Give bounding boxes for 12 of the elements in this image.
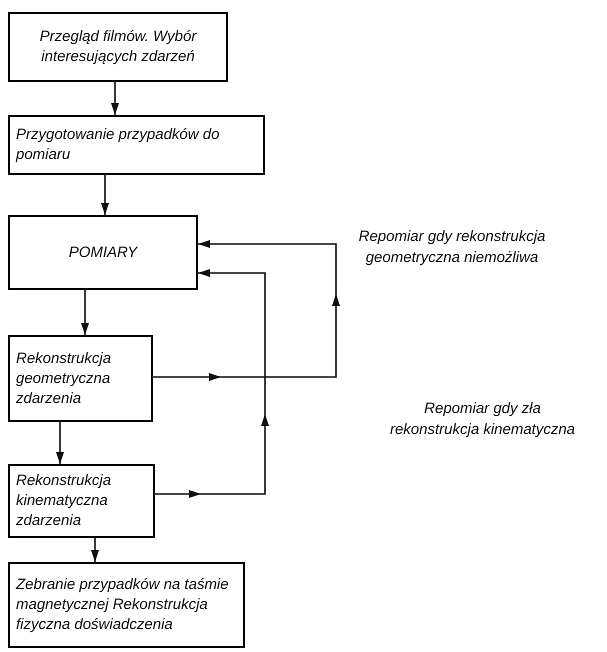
- box-text: Przegląd filmów. Wybór interesujących zdarzeń: [38, 27, 198, 67]
- box-text: POMIARY: [68, 242, 138, 262]
- process-box: [8, 464, 155, 538]
- process-box: [8, 335, 153, 422]
- process-box: [8, 115, 265, 175]
- process-box: [8, 215, 198, 290]
- box-text: Zebranie przypadków na taśmie magnetycznej Rekonstrukcja fizyczna doświadczenia: [16, 575, 230, 635]
- box-text: Przygotowanie przypadków do pomiaru: [16, 125, 220, 165]
- process-box: [8, 562, 245, 648]
- box-text: Rekonstrukcja kinematyczna zdarzenia: [16, 471, 112, 531]
- box-text: Rekonstrukcja geometryczna zdarzenia: [16, 348, 112, 408]
- process-box: [8, 12, 228, 82]
